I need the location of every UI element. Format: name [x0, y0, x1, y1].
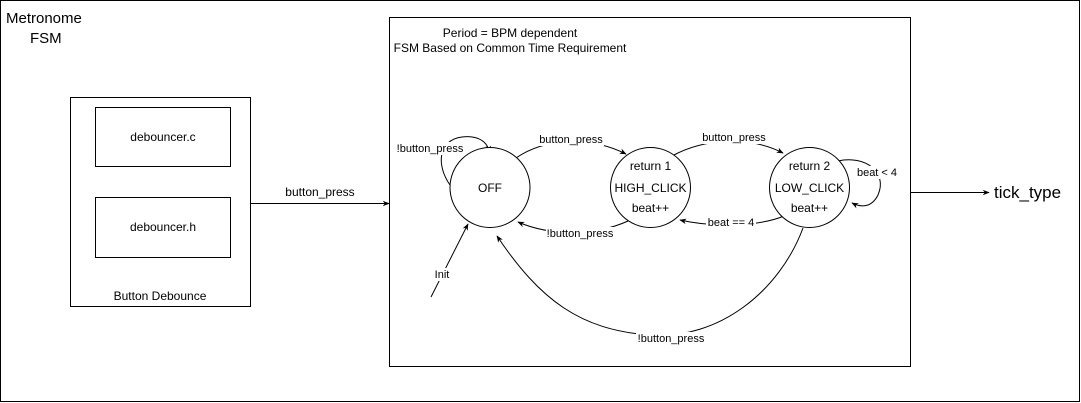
- state-high-click-line2: HIGH_CLICK: [614, 181, 686, 195]
- debouncer-h-label: debouncer.h: [130, 220, 196, 234]
- state-high-click-circle: [610, 147, 691, 228]
- edge-init-label: Init: [435, 269, 450, 281]
- fsm-note-line1: Period = BPM dependent: [443, 26, 578, 40]
- edge-high-to-off-label-bg: [546, 227, 614, 240]
- button-debounce-label: Button Debounce: [114, 289, 207, 303]
- edge-init-label-bg: [431, 268, 453, 281]
- edge-off-self-label: !button_press: [397, 143, 464, 155]
- state-off-circle: [449, 147, 531, 228]
- state-low-click-line2: LOW_CLICK: [775, 181, 844, 195]
- edge-off-self-loop: [440, 136, 492, 186]
- edge-high-to-low-label-bg: [700, 131, 768, 144]
- debouncer-c-box: [95, 107, 231, 167]
- fsm-note-line2: FSM Based on Common Time Requirement: [394, 41, 627, 55]
- diagram-title-line2: FSM: [30, 30, 62, 47]
- edge-off-to-high-label: button_press: [539, 134, 603, 146]
- edge-high-to-low-label: button_press: [702, 132, 766, 144]
- edge-low-to-off-label: !button_press: [638, 333, 705, 345]
- edge-low-to-high-label: beat == 4: [708, 217, 755, 229]
- edge-off-to-high-label-bg: [538, 133, 604, 146]
- debouncer-c-label: debouncer.c: [130, 130, 195, 144]
- state-high-click-line3: beat++: [632, 201, 669, 215]
- debouncer-h-box: [95, 197, 231, 258]
- edge-low-to-high-label-bg: [706, 216, 756, 229]
- edge-high-to-off-label: !button_press: [547, 228, 614, 240]
- edge-low-self-label-bg: [855, 166, 899, 179]
- diagram-title-line1: Metronome: [6, 10, 82, 27]
- edge-low-to-off-label-bg: [636, 332, 706, 345]
- state-off-label: OFF: [478, 181, 502, 195]
- edge-low-self-loop: [837, 159, 881, 209]
- edge-off-self-label-bg: [396, 142, 464, 155]
- edge-low-self-label: beat < 4: [857, 167, 897, 179]
- state-low-click-line1: return 2: [789, 159, 831, 173]
- state-low-click-circle: [769, 147, 850, 228]
- edge-init: [430, 223, 469, 298]
- state-low-click-line3: beat++: [791, 201, 828, 215]
- tick-type-output-label: tick_type: [994, 183, 1061, 202]
- button-press-input-label: button_press: [285, 185, 354, 199]
- state-high-click-line1: return 1: [630, 159, 672, 173]
